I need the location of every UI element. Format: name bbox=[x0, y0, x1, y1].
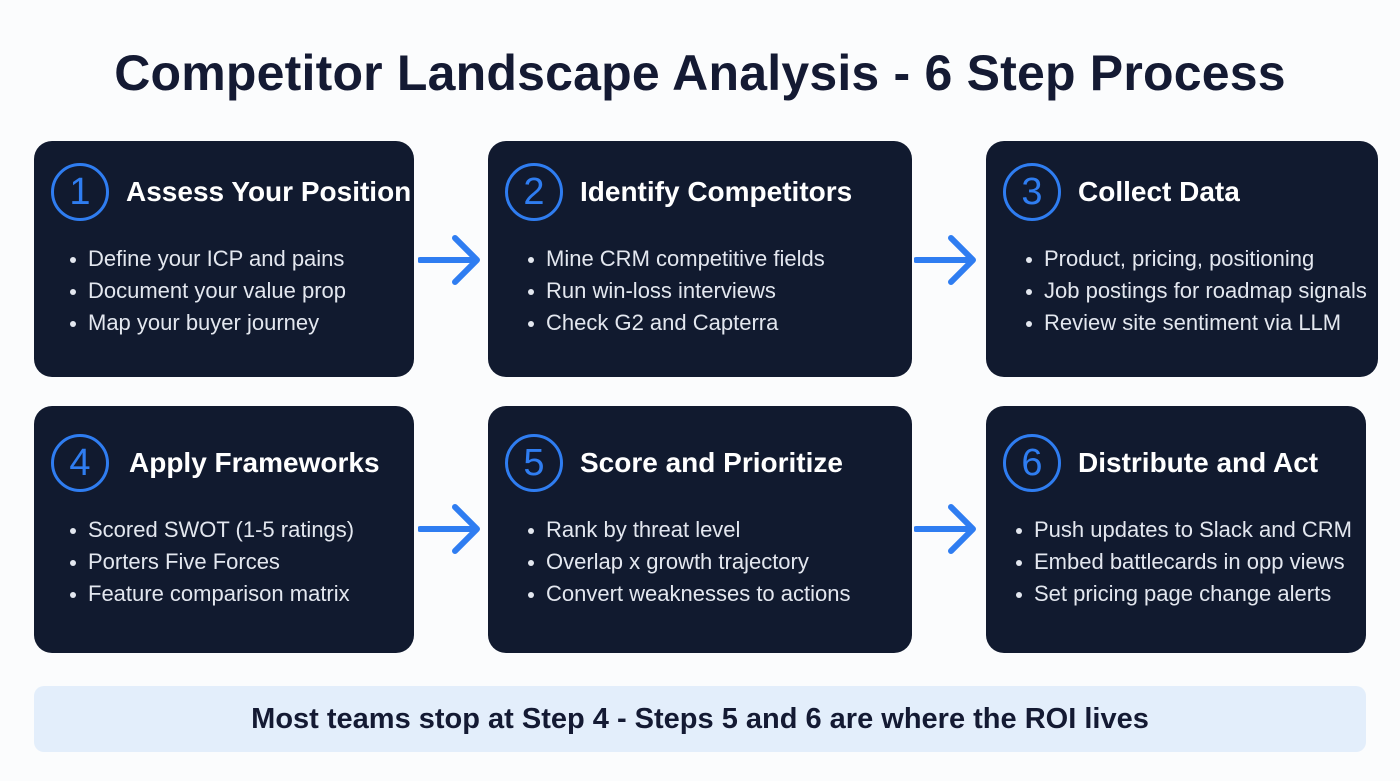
list-item: Product, pricing, positioning bbox=[1022, 243, 1367, 275]
list-item: Scored SWOT (1-5 ratings) bbox=[66, 514, 354, 546]
step-number-badge: 6 bbox=[1003, 434, 1061, 492]
step-title: Apply Frameworks bbox=[129, 447, 380, 478]
step-number-badge: 3 bbox=[1003, 163, 1061, 221]
step-card-2: 2 Identify Competitors Mine CRM competit… bbox=[488, 141, 912, 377]
step-number-badge: 2 bbox=[505, 163, 563, 221]
callout-banner: Most teams stop at Step 4 - Steps 5 and … bbox=[34, 686, 1366, 752]
list-item: Define your ICP and pains bbox=[66, 243, 346, 275]
list-item: Convert weaknesses to actions bbox=[524, 578, 851, 610]
step-bullet-list: Define your ICP and pains Document your … bbox=[66, 243, 346, 339]
step-card-6: 6 Distribute and Act Push updates to Sla… bbox=[986, 406, 1366, 653]
step-card-3: 3 Collect Data Product, pricing, positio… bbox=[986, 141, 1378, 377]
right-arrow-icon bbox=[914, 504, 976, 554]
step-title: Assess Your Position bbox=[126, 176, 412, 207]
step-bullet-list: Scored SWOT (1-5 ratings) Porters Five F… bbox=[66, 514, 354, 610]
list-item: Run win-loss interviews bbox=[524, 275, 825, 307]
step-title: Collect Data bbox=[1078, 176, 1240, 207]
step-card-1: 1 Assess Your Position Define your ICP a… bbox=[34, 141, 414, 377]
list-item: Rank by threat level bbox=[524, 514, 851, 546]
list-item: Mine CRM competitive fields bbox=[524, 243, 825, 275]
step-number-badge: 4 bbox=[51, 434, 109, 492]
list-item: Feature comparison matrix bbox=[66, 578, 354, 610]
page-title: Competitor Landscape Analysis - 6 Step P… bbox=[114, 45, 1286, 101]
right-arrow-icon bbox=[914, 235, 976, 285]
list-item: Review site sentiment via LLM bbox=[1022, 307, 1367, 339]
list-item: Embed battlecards in opp views bbox=[1012, 546, 1352, 578]
right-arrow-icon bbox=[418, 235, 480, 285]
step-title: Identify Competitors bbox=[580, 176, 853, 207]
right-arrow-icon bbox=[418, 504, 480, 554]
step-number-badge: 5 bbox=[505, 434, 563, 492]
list-item: Set pricing page change alerts bbox=[1012, 578, 1352, 610]
step-bullet-list: Rank by threat level Overlap x growth tr… bbox=[524, 514, 851, 610]
list-item: Check G2 and Capterra bbox=[524, 307, 825, 339]
list-item: Map your buyer journey bbox=[66, 307, 346, 339]
step-title: Score and Prioritize bbox=[580, 447, 843, 478]
list-item: Job postings for roadmap signals bbox=[1022, 275, 1367, 307]
step-bullet-list: Push updates to Slack and CRM Embed batt… bbox=[1012, 514, 1352, 610]
step-card-5: 5 Score and Prioritize Rank by threat le… bbox=[488, 406, 912, 653]
step-bullet-list: Product, pricing, positioning Job postin… bbox=[1022, 243, 1367, 339]
list-item: Overlap x growth trajectory bbox=[524, 546, 851, 578]
step-bullet-list: Mine CRM competitive fields Run win-loss… bbox=[524, 243, 825, 339]
step-title: Distribute and Act bbox=[1078, 447, 1319, 478]
step-card-4: 4 Apply Frameworks Scored SWOT (1-5 rati… bbox=[34, 406, 414, 653]
list-item: Document your value prop bbox=[66, 275, 346, 307]
step-number-badge: 1 bbox=[51, 163, 109, 221]
list-item: Porters Five Forces bbox=[66, 546, 354, 578]
list-item: Push updates to Slack and CRM bbox=[1012, 514, 1352, 546]
